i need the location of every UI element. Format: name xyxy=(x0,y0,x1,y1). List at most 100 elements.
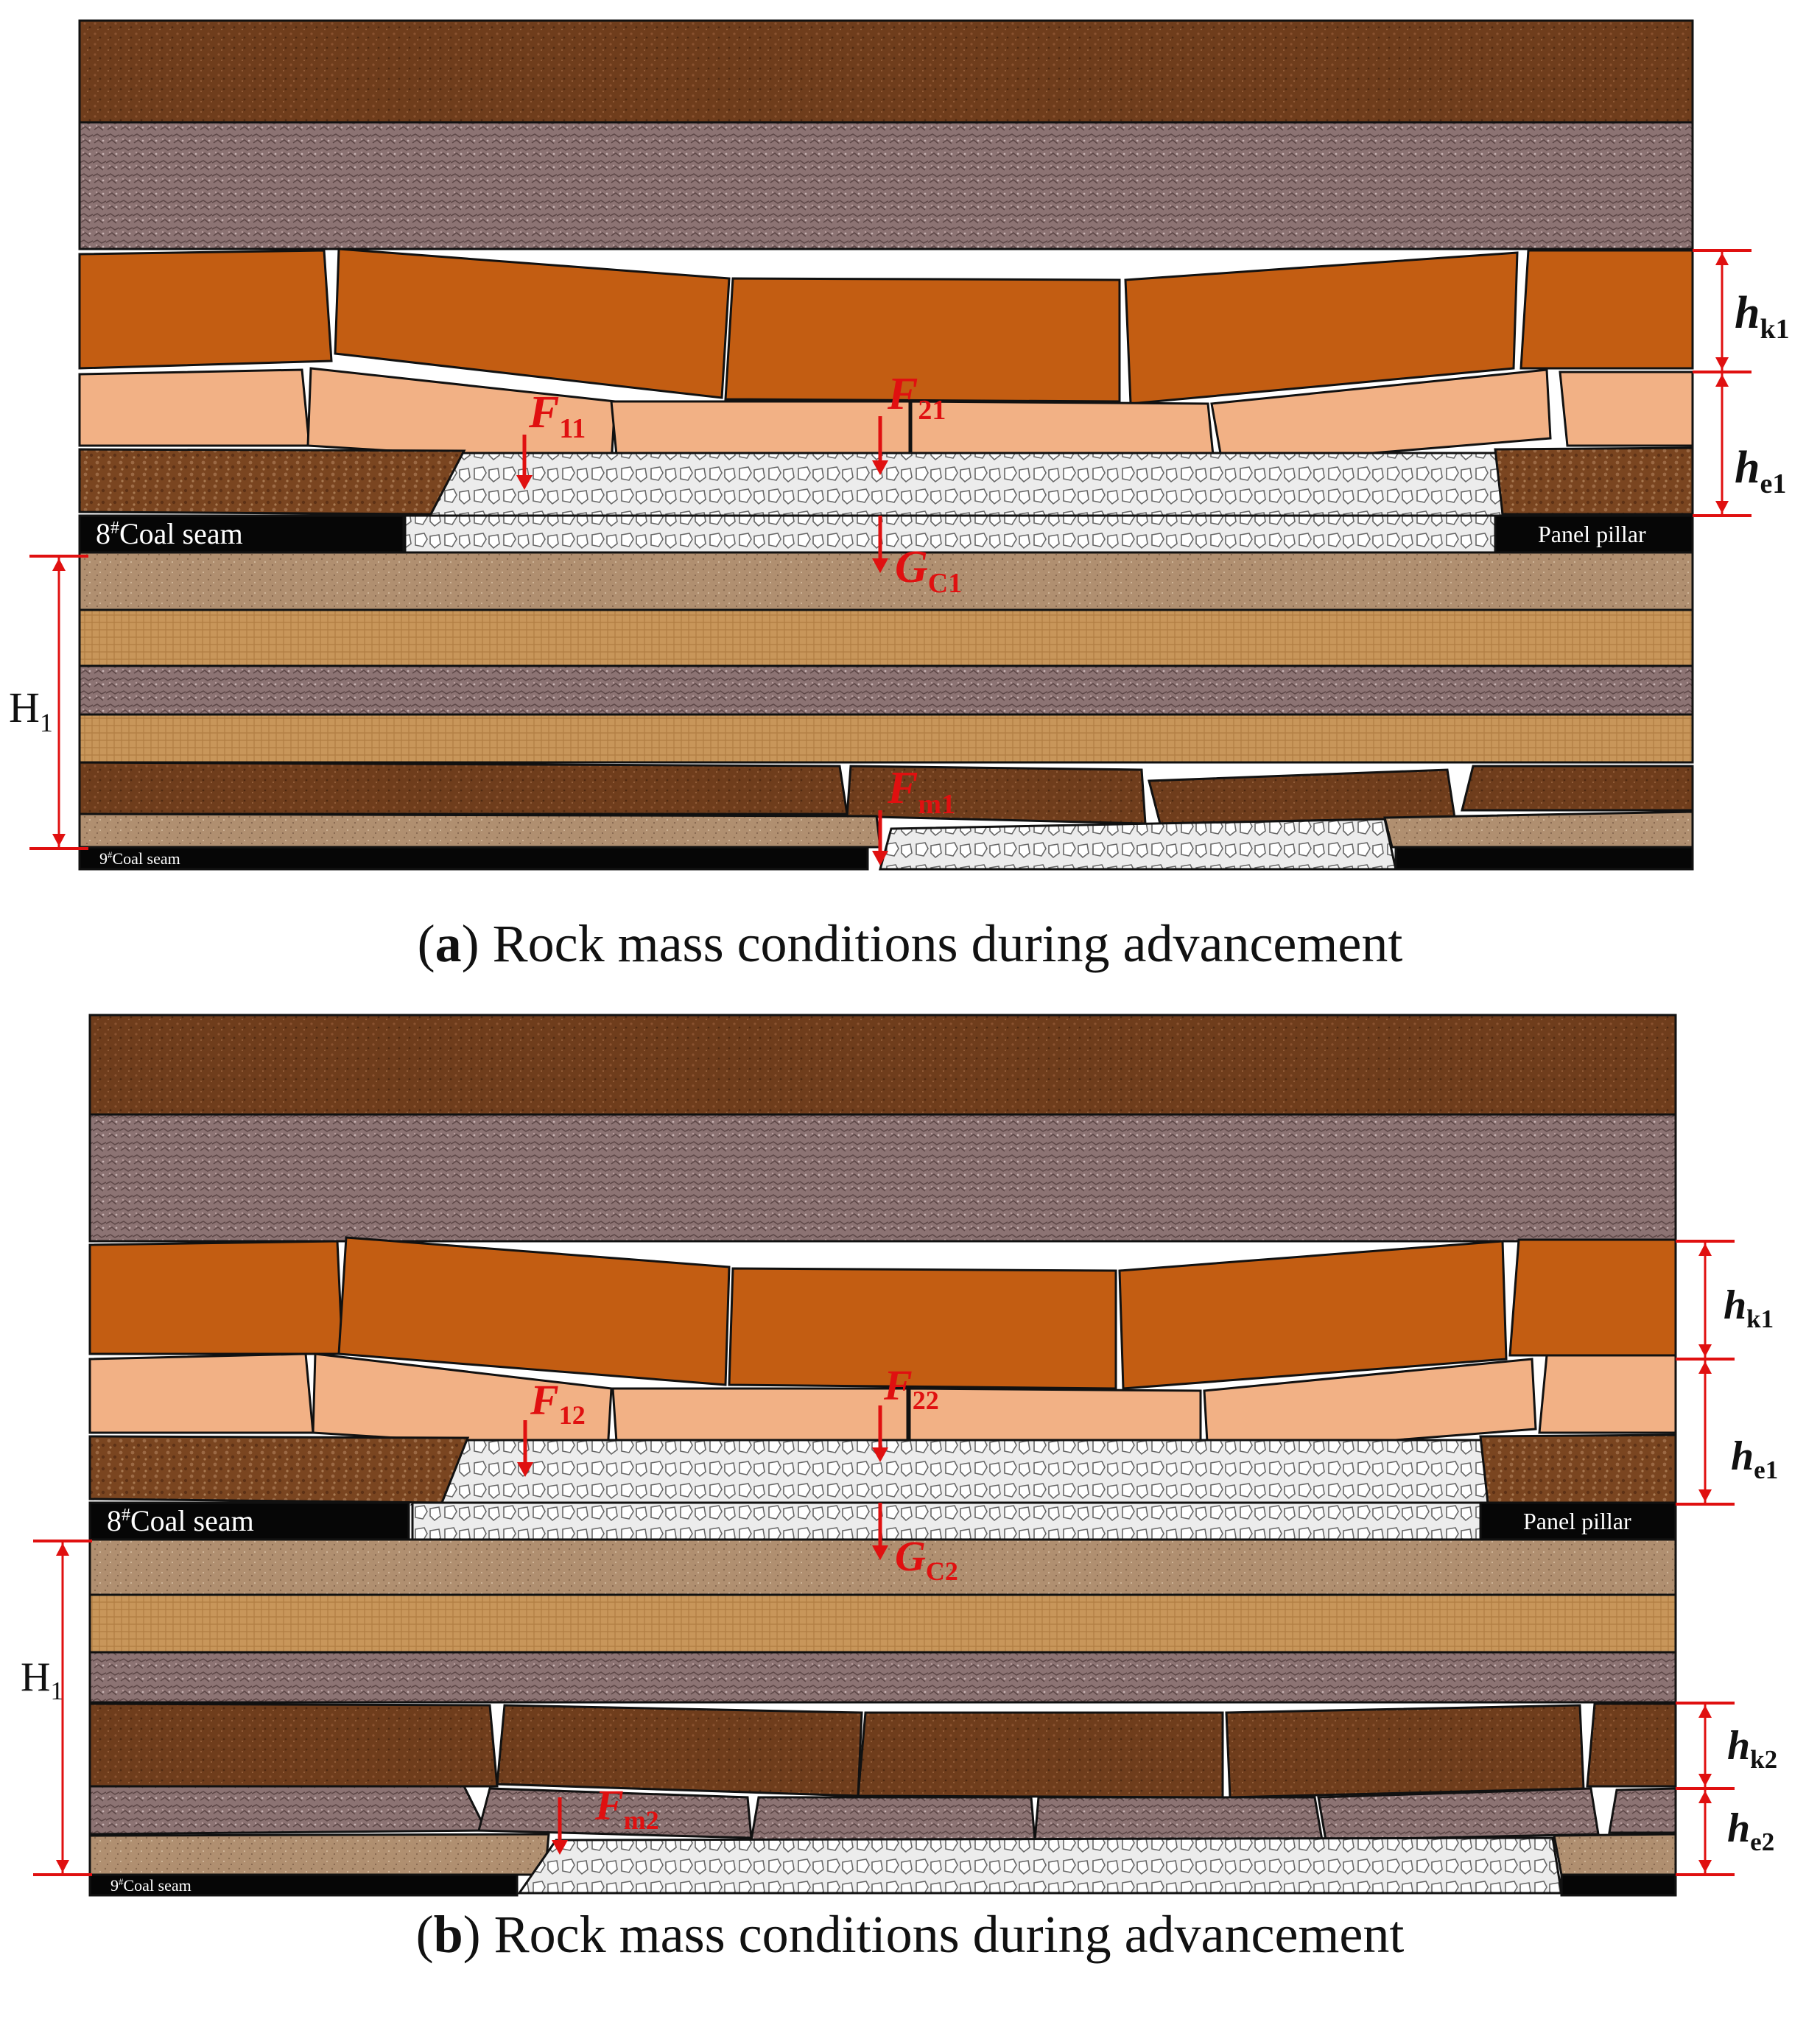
pillar-label: Panel pillar xyxy=(1538,521,1646,547)
key-stratum-block xyxy=(1118,1240,1508,1390)
coal-fragment-left xyxy=(78,448,466,516)
force-label-f12: F12 xyxy=(530,1376,586,1430)
coal-seam-8 xyxy=(78,514,405,554)
key-stratum-block xyxy=(1124,251,1519,405)
force-arrow-gc2 xyxy=(872,1503,888,1560)
lower-roof-block xyxy=(1553,1833,1677,1876)
lower-key-block xyxy=(1586,1702,1677,1788)
lower-roof-block xyxy=(1033,1796,1324,1842)
goaf-lower xyxy=(411,1501,1482,1541)
lower-roof-block xyxy=(1461,765,1694,812)
force-label-f22: F22 xyxy=(883,1361,939,1415)
dimension-label-h1: H1 xyxy=(9,684,53,737)
caption-b: (b) Rock mass conditions during advancem… xyxy=(415,1905,1405,1964)
dimension-label-he1: he1 xyxy=(1735,443,1786,499)
caption-b-label: b xyxy=(433,1905,463,1964)
goaf-fill xyxy=(398,452,1504,517)
panel-pillar xyxy=(1479,1501,1677,1541)
key-stratum-block xyxy=(1508,1238,1677,1357)
panel-b-diagram: 8#Coal seam Panel pillar 9#Coal seam F12 F22… xyxy=(21,1014,1778,1897)
force-label-f11: F11 xyxy=(528,387,586,444)
force-label-f21: F21 xyxy=(887,369,946,426)
goaf-fill xyxy=(410,1439,1489,1506)
lower-roof-block xyxy=(750,1796,1036,1842)
key-stratum-block xyxy=(1519,249,1694,370)
interburden-layer xyxy=(78,713,1694,764)
force-arrow-f12 xyxy=(517,1420,533,1477)
dimension-label-h1: H1 xyxy=(21,1654,63,1705)
interburden-layer xyxy=(78,608,1694,667)
interburden-layer xyxy=(78,664,1694,716)
key-stratum-block xyxy=(78,249,333,370)
dimension-hk2 xyxy=(1676,1702,1735,1790)
caption-a: (a) Rock mass conditions during advancem… xyxy=(417,914,1403,973)
immediate-roof-block xyxy=(1203,1358,1537,1456)
dimension-he2 xyxy=(1676,1787,1735,1876)
dimension-label-he1: he1 xyxy=(1731,1433,1778,1484)
caption-a-label: a xyxy=(435,914,462,973)
lower-roof-block xyxy=(78,812,882,849)
lower-roof-block xyxy=(1148,768,1456,825)
seam-upper-label: 8#Coal seam xyxy=(107,1504,254,1537)
panel-a-diagram: 8#Coal seam Panel pillar 9#Coal seam F11 F21… xyxy=(9,19,1790,871)
dimension-label-he2: he2 xyxy=(1727,1805,1774,1856)
force-arrow-gc1 xyxy=(872,516,888,573)
caption-b-text: Rock mass conditions during advancement xyxy=(480,1905,1405,1964)
dimension-label-hk1: hk1 xyxy=(1724,1282,1774,1333)
seam-lower-label: 9#Coal seam xyxy=(99,849,180,868)
caption-a-text: Rock mass conditions during advancement xyxy=(479,914,1403,973)
coal-seam-9-right xyxy=(1560,1873,1677,1897)
dimension-label-hk1: hk1 xyxy=(1735,288,1790,345)
dimension-h1 xyxy=(29,555,88,850)
lower-roof-block xyxy=(1383,810,1694,849)
key-stratum-block xyxy=(724,277,1121,403)
goaf-fill-lower xyxy=(879,818,1397,871)
lower-roof-block xyxy=(88,1785,488,1836)
force-label-fm1: Fm1 xyxy=(887,763,955,820)
force-arrow-f21 xyxy=(872,416,888,475)
lower-key-block xyxy=(1225,1704,1585,1799)
force-label-gc2: GC2 xyxy=(895,1532,958,1586)
overburden-layer xyxy=(88,1014,1677,1116)
coal-seam-9-right xyxy=(1394,846,1694,871)
goaf-fill-lower xyxy=(517,1836,1563,1895)
immediate-roof-block xyxy=(1538,1354,1677,1434)
coal-fragment-right xyxy=(1494,446,1694,516)
dimension-h1 xyxy=(33,1540,92,1876)
lower-key-block xyxy=(857,1711,1224,1799)
force-label-fm2: Fm2 xyxy=(594,1781,659,1835)
coal-seam-9 xyxy=(78,846,869,871)
overburden-layer xyxy=(78,19,1694,124)
lower-key-block xyxy=(88,1702,499,1788)
dimension-he1 xyxy=(1676,1358,1735,1506)
key-stratum-block xyxy=(728,1267,1117,1390)
interburden-layer xyxy=(88,1593,1677,1654)
lower-roof-block xyxy=(1608,1787,1677,1834)
force-arrow-f11 xyxy=(516,435,533,490)
pillar-label: Panel pillar xyxy=(1523,1508,1631,1534)
force-arrow-fm2 xyxy=(552,1797,568,1855)
grey-stone-layer xyxy=(78,121,1694,250)
interburden-layer xyxy=(88,1651,1677,1704)
force-arrow-fm1 xyxy=(872,810,888,866)
immediate-roof-block xyxy=(88,1352,315,1434)
lower-roof-block xyxy=(78,761,848,815)
force-arrow-f22 xyxy=(872,1405,888,1462)
immediate-roof-block xyxy=(1559,371,1694,447)
coal-seam-9 xyxy=(88,1873,519,1897)
lower-key-block xyxy=(496,1704,863,1797)
coal-fragment-right xyxy=(1479,1433,1677,1504)
key-stratum-block xyxy=(337,1236,731,1386)
key-stratum-block xyxy=(334,248,731,399)
seam-lower-label: 9#Coal seam xyxy=(110,1876,192,1895)
key-stratum-block xyxy=(88,1240,344,1355)
immediate-roof-block xyxy=(78,368,311,447)
dimension-label-hk2: hk2 xyxy=(1727,1723,1777,1774)
seam-upper-label: 8#Coal seam xyxy=(96,517,243,550)
coal-fragment-left xyxy=(88,1435,470,1504)
interburden-layer xyxy=(88,1538,1677,1596)
goaf-lower xyxy=(404,514,1497,554)
dimension-he1 xyxy=(1693,371,1752,517)
immediate-roof-block xyxy=(1210,368,1552,467)
